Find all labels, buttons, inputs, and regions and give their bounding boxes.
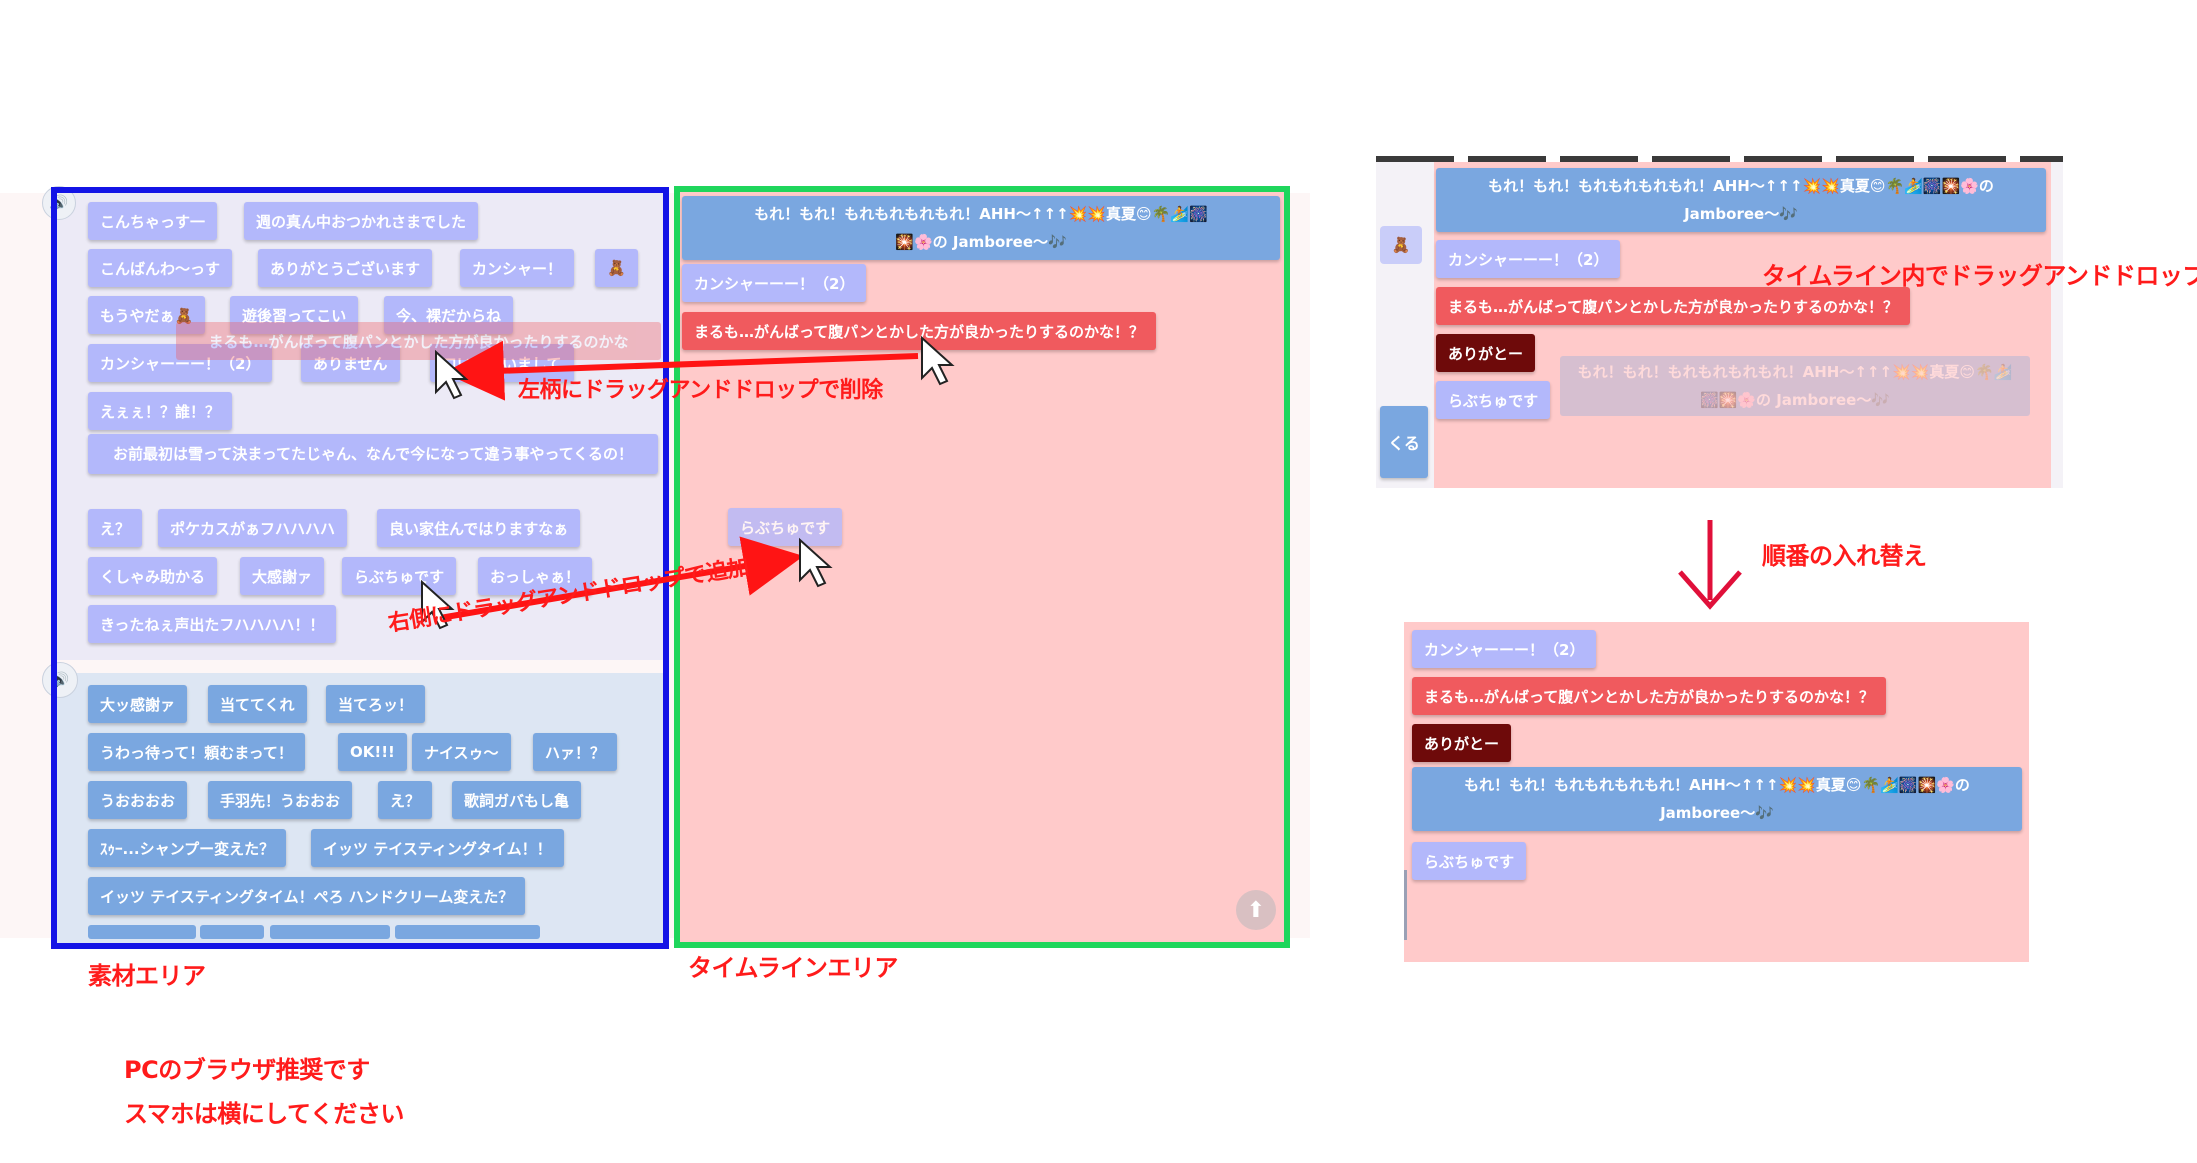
timeline-item[interactable]: ありがとー [1412,724,1512,762]
timeline-item[interactable]: らぶちゅです [1436,381,1551,419]
timeline-item[interactable]: らぶちゅです [1412,842,1527,880]
cursor-icon [435,349,469,400]
sound-chip[interactable]: 🧸 [595,249,638,287]
emoji-icon[interactable]: 🧸 [1380,226,1422,264]
delete-arrow [444,340,919,401]
cursor-icon [921,335,955,386]
sound-chip[interactable]: らぶちゅです [342,557,457,595]
annotation-drag-in-timeline: タイムライン内でドラッグアンドドロップ [1762,262,2197,290]
sound-chip[interactable]: 歌詞ガバもし亀 [452,781,582,819]
sound-chip[interactable]: 当ててくれ [208,685,307,723]
sound-chip[interactable]: うわっ待って！頼むまって！ [88,733,305,771]
timeline-item[interactable]: まるも…がんばって腹パンとかした方が良かったりするのかな！？ [682,312,1157,350]
sound-chip[interactable]: 大ッ感謝ァ [88,685,188,723]
sound-chip[interactable]: うおおおお [88,781,188,819]
sound-chip[interactable]: おっしゃぁ！ [478,557,593,595]
sound-chip[interactable]: 良い家住んではりますなぁ [377,509,581,547]
cursor-icon [421,579,455,630]
drag-ghost-delete: まるも…がんばって腹パンとかした方が良かったりするのかな [176,322,661,360]
timeline-item[interactable]: カンシャーーー！（2） [682,264,867,302]
sound-chip[interactable]: カンシャー！ [460,249,575,287]
add-arrow [439,536,804,621]
sound-chip[interactable]: 手羽先！うおおお [208,781,353,819]
timeline-area-frame [674,186,1290,948]
sound-chip[interactable]: ハァ！？ [533,733,618,771]
sound-chip[interactable]: カンシャーーー！（2） [88,344,273,382]
sound-chip[interactable]: もうやだぁ🧸 [88,296,206,334]
sound-chip[interactable]: 週の真ん中おつかれさまでした [244,202,479,240]
drag-ghost-reorder: もれ！もれ！もれもれもれもれ！AHH〜↑↑↑💥💥真夏😊🌴🏄🎆🎇🌸の Jambor… [1560,356,2030,416]
timeline-item[interactable]: カンシャーーー！（2） [1412,630,1597,668]
pc-note: PCのブラウザ推奨です [124,1056,370,1084]
material-area-frame [51,187,669,949]
timeline-item[interactable]: まるも…がんばって腹パンとかした方が良かったりするのかな！？ [1412,677,1887,715]
timeline-item[interactable]: ありがとー [1436,334,1536,372]
sound-chip[interactable]: 当てろッ！ [326,685,426,723]
label-material-area: 素材エリア [88,962,206,990]
sound-chip[interactable]: OK!!! [338,733,407,771]
annotation-drag-delete: 左柄にドラッグアンドドロップで削除 [518,378,883,403]
timeline-item[interactable]: もれ！もれ！もれもれもれもれ！AHH〜↑↑↑💥💥真夏😊🌴🏄🎆🎇🌸の Jambor… [1436,168,2046,232]
sound-chip-cut[interactable] [200,925,264,939]
sound-chip[interactable]: 遊後習ってこい [230,296,359,334]
timeline-item[interactable]: まるも…がんばって腹パンとかした方が良かったりするのかな！？ [1436,287,1911,325]
cursor-icon [799,537,833,588]
sound-chip[interactable]: ナイスゥ〜 [412,733,511,771]
sound-chip[interactable]: こんばんわ〜っす [88,249,233,287]
sound-chip[interactable]: えぇぇ！？誰！？ [88,392,233,430]
speaker-icon-2[interactable]: 🔊 [42,662,78,698]
example-after-edge [1404,870,1407,940]
sound-chip[interactable]: くしゃみ助かる [88,557,218,595]
sound-chip[interactable]: ありがとうございます [258,249,433,287]
sound-chip[interactable]: イッツ テイスティングタイム！ぺろ ハンドクリーム変えた？ [88,877,526,915]
sound-chip[interactable]: え？ [88,509,143,547]
sound-chip-long[interactable]: お前最初は雪って決まってたじゃん、なんで今になって違う事やってくるの！ [88,434,658,474]
sound-chip[interactable]: きったねぇ声出たフハハハハ！！ [88,605,337,643]
sound-chip-cut[interactable] [88,925,196,939]
sound-chip[interactable]: 今、裸だからね [384,296,514,334]
side-chip[interactable]: くる [1380,406,1428,478]
label-timeline-area: タイムラインエリア [688,954,898,982]
sound-chip[interactable]: ポケカスがぁフハハハハ [158,509,348,547]
sound-chip[interactable]: ｽｩｰ...シャンプー変えた？ [88,829,287,867]
example-before-topbar [1376,156,2063,162]
sound-chip-cut[interactable] [395,925,540,939]
annotation-reorder: 順番の入れ替え [1762,542,1927,570]
sound-chip[interactable]: こんちゃっす一 [88,202,218,240]
timeline-item[interactable]: もれ！もれ！もれもれもれもれ！AHH〜↑↑↑💥💥真夏😊🌴🏄🎆🎇🌸の Jambor… [1412,767,2022,831]
timeline-item[interactable]: カンシャーーー！（2） [1436,240,1621,278]
sound-chip[interactable]: イッツ テイスティングタイム！！ [311,829,564,867]
sound-chip[interactable]: ありません [301,344,400,382]
mobile-note: スマホは横にしてください [124,1100,404,1128]
sound-chip-cut[interactable] [270,925,390,939]
timeline-item[interactable]: もれ！もれ！もれもれもれもれ！AHH〜↑↑↑💥💥真夏😊🌴🏄🎆🎇🌸の Jambor… [682,196,1280,260]
sound-chip[interactable]: 大感謝ァ [240,557,325,595]
scroll-top-icon[interactable]: ⬆ [1236,890,1276,930]
sound-chip[interactable]: え？ [378,781,433,819]
reorder-down-arrow [1678,520,1742,610]
